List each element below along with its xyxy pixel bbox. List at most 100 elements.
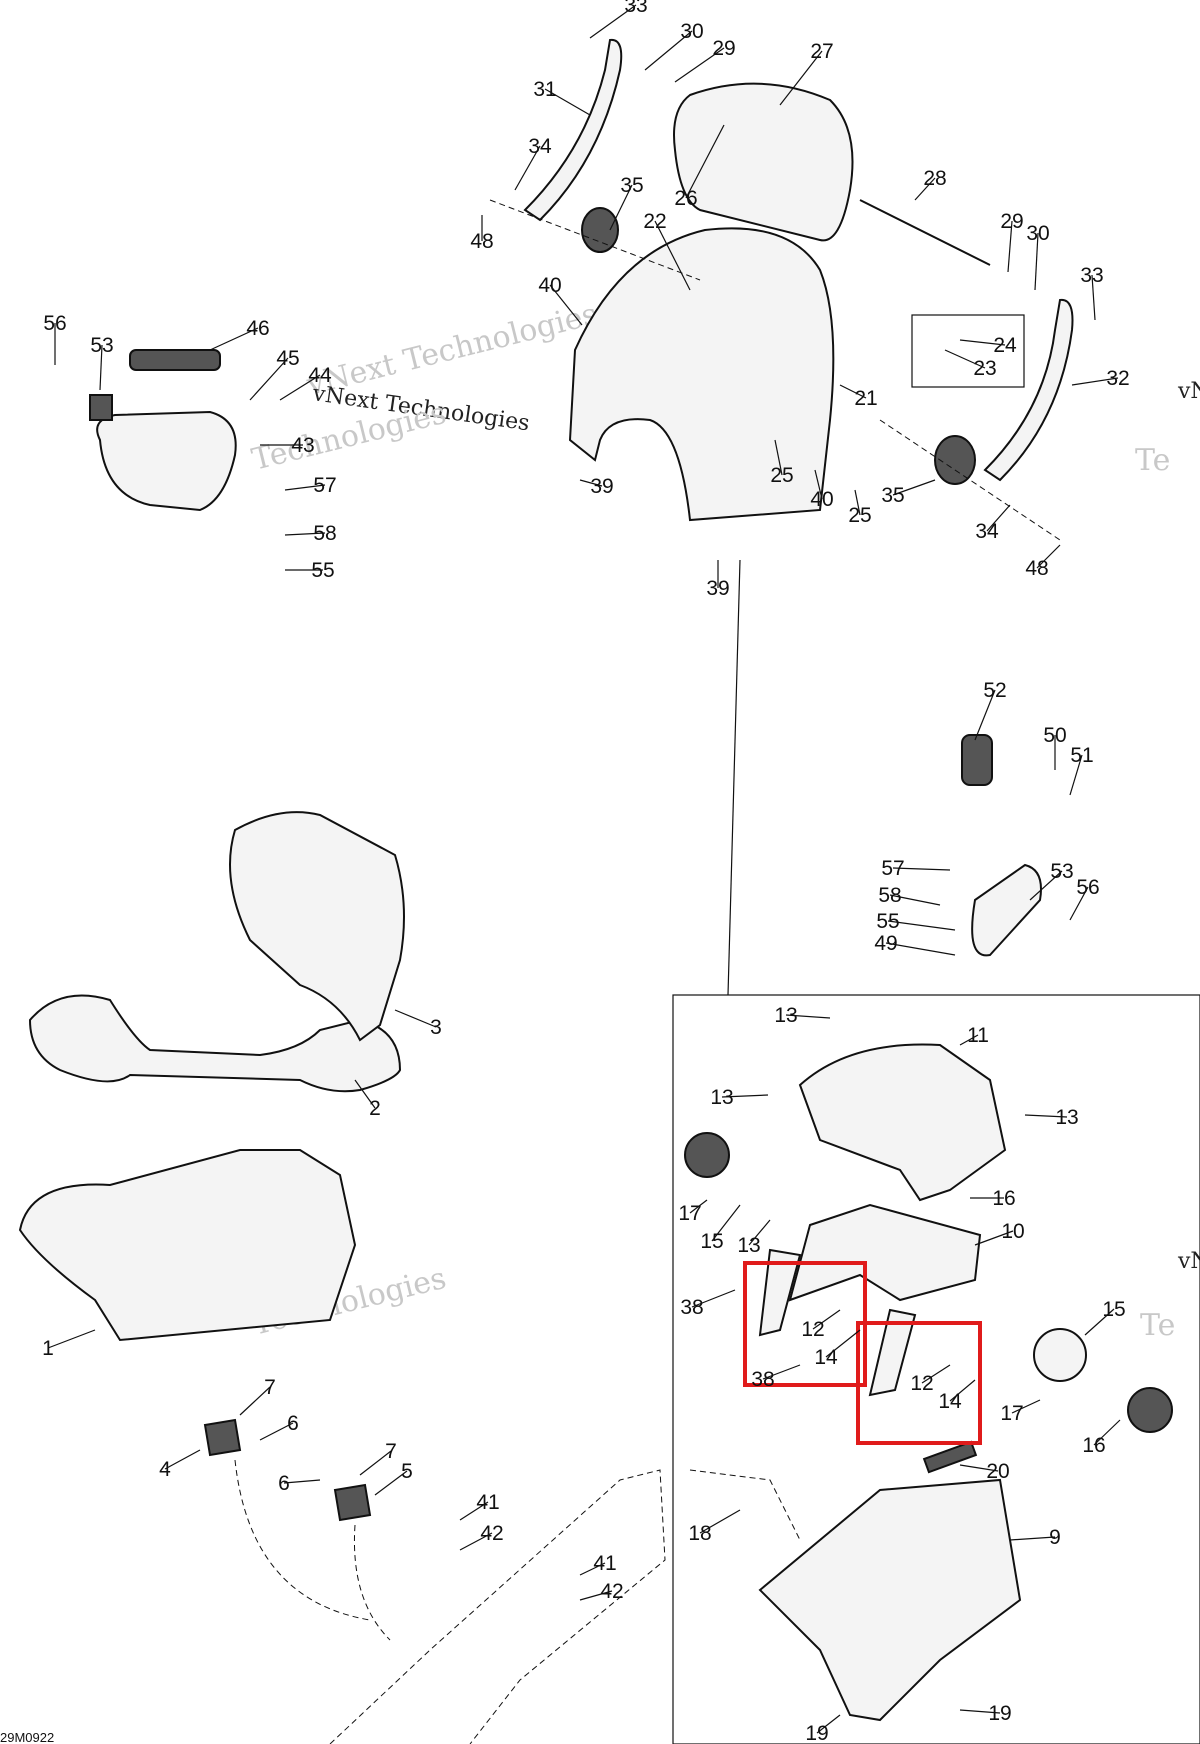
- support-arm-12-right: [868, 1308, 917, 1397]
- watermark-text: vN: [1177, 379, 1200, 404]
- callout-number: 45: [276, 347, 299, 370]
- callout-leader: [921, 1364, 951, 1384]
- callout-leader: [685, 124, 725, 199]
- pad-20: [922, 1440, 978, 1474]
- callout-leader: [887, 920, 956, 931]
- callout-number: 57: [881, 857, 904, 880]
- callout-number: 50: [1043, 724, 1066, 747]
- callout-leader: [1034, 232, 1039, 291]
- watermark-text: vN: [1177, 1249, 1200, 1274]
- callout-leader: [239, 1386, 271, 1416]
- grip-cover-46: [129, 349, 221, 371]
- main-seat: [28, 994, 402, 1093]
- callout-number: 55: [311, 559, 334, 582]
- callout-number: 12: [910, 1372, 933, 1395]
- callout-number: 30: [680, 20, 703, 43]
- callout-number: 35: [620, 174, 643, 197]
- callout-leader: [374, 1470, 408, 1496]
- callout-leader: [579, 1562, 606, 1576]
- seat-base: [18, 1149, 357, 1342]
- callout-number: 42: [480, 1522, 503, 1545]
- callout-number: 38: [680, 1296, 703, 1319]
- callout-number: 40: [538, 274, 561, 297]
- callout-leader: [854, 489, 861, 516]
- callout-number: 18: [688, 1522, 711, 1545]
- callout-leader: [691, 1289, 736, 1308]
- callout-leader: [209, 327, 259, 351]
- callout-leader: [284, 484, 326, 491]
- callout-number: 57: [313, 474, 336, 497]
- assembly-axis-right: [879, 419, 1061, 541]
- bracket-frame-10: [788, 1203, 982, 1302]
- callout-number: 58: [878, 884, 901, 907]
- callout-number: 33: [624, 0, 647, 17]
- passenger-grip-right: [971, 863, 1042, 957]
- callout-number: 51: [1070, 744, 1093, 767]
- callout-leader: [514, 145, 541, 191]
- callout-number: 17: [1000, 1402, 1023, 1425]
- callout-leader: [959, 1464, 999, 1472]
- callout-number: 53: [1050, 860, 1073, 883]
- callout-number: 13: [774, 1004, 797, 1027]
- callout-leader: [762, 1364, 801, 1380]
- callout-number: 38: [751, 1368, 774, 1391]
- callout-number: 41: [593, 1552, 616, 1575]
- callout-leader: [47, 1329, 96, 1349]
- callout-number: 14: [814, 1346, 838, 1369]
- callout-leader: [654, 220, 691, 291]
- callout-leader: [459, 1501, 489, 1521]
- callout-leader: [359, 1450, 392, 1476]
- callout-leader: [816, 1714, 841, 1734]
- callout-number: 46: [246, 317, 269, 340]
- callout-number: 15: [1102, 1298, 1125, 1321]
- callout-leader: [1069, 754, 1083, 796]
- callout-leader: [1071, 377, 1119, 386]
- callout-leader: [1011, 1399, 1041, 1414]
- callout-number: 9: [1049, 1526, 1061, 1549]
- callout-leader: [959, 1709, 1001, 1714]
- callout-number: 28: [923, 167, 946, 190]
- callout-leader: [579, 1590, 613, 1601]
- link-line-2: [353, 1524, 391, 1641]
- callout-number: 26: [674, 187, 697, 210]
- callout-leader: [892, 867, 951, 871]
- backrest-rod: [859, 199, 991, 266]
- callout-leader: [279, 374, 321, 401]
- inset-box-24-23: [911, 314, 1025, 388]
- link-line-1: [234, 1459, 371, 1621]
- passenger-grip-left: [96, 410, 237, 512]
- grip-cap-53: [89, 394, 113, 421]
- callout-leader: [99, 344, 103, 391]
- callout-number: 52: [983, 679, 1006, 702]
- callout-number: 13: [1055, 1106, 1078, 1129]
- callout-number: 25: [848, 504, 871, 527]
- callout-number: 6: [278, 1472, 290, 1495]
- callout-number: 53: [90, 334, 113, 357]
- backrest-pad: [673, 82, 854, 242]
- callout-leader: [549, 284, 583, 326]
- inset-box-frame: [672, 994, 1200, 1744]
- callout-leader: [1029, 870, 1063, 901]
- callout-leader: [785, 1014, 831, 1019]
- callout-leader: [644, 30, 693, 71]
- highlight-box-12-14-right: [856, 1321, 982, 1445]
- callout-number: 22: [643, 210, 666, 233]
- callout-number: 3: [430, 1016, 442, 1039]
- grip-cover-52: [961, 734, 993, 786]
- callout-number: 25: [770, 464, 793, 487]
- callout-leader: [589, 4, 637, 39]
- callout-number: 12: [801, 1318, 824, 1341]
- callout-number: 15: [700, 1230, 723, 1253]
- callout-number: 34: [528, 135, 552, 158]
- callout-leader: [579, 479, 603, 487]
- hinge-disc-left: [581, 207, 619, 253]
- assembly-axis-top: [489, 199, 701, 281]
- callout-leader: [889, 894, 941, 906]
- callout-number: 32: [1106, 367, 1129, 390]
- seat-cover-top: [568, 227, 835, 522]
- callout-leader: [544, 88, 591, 116]
- callout-leader: [1084, 1308, 1115, 1336]
- callout-leader: [774, 439, 783, 476]
- backrest-housing-11: [798, 1043, 1007, 1202]
- bracket-4: [203, 1418, 242, 1457]
